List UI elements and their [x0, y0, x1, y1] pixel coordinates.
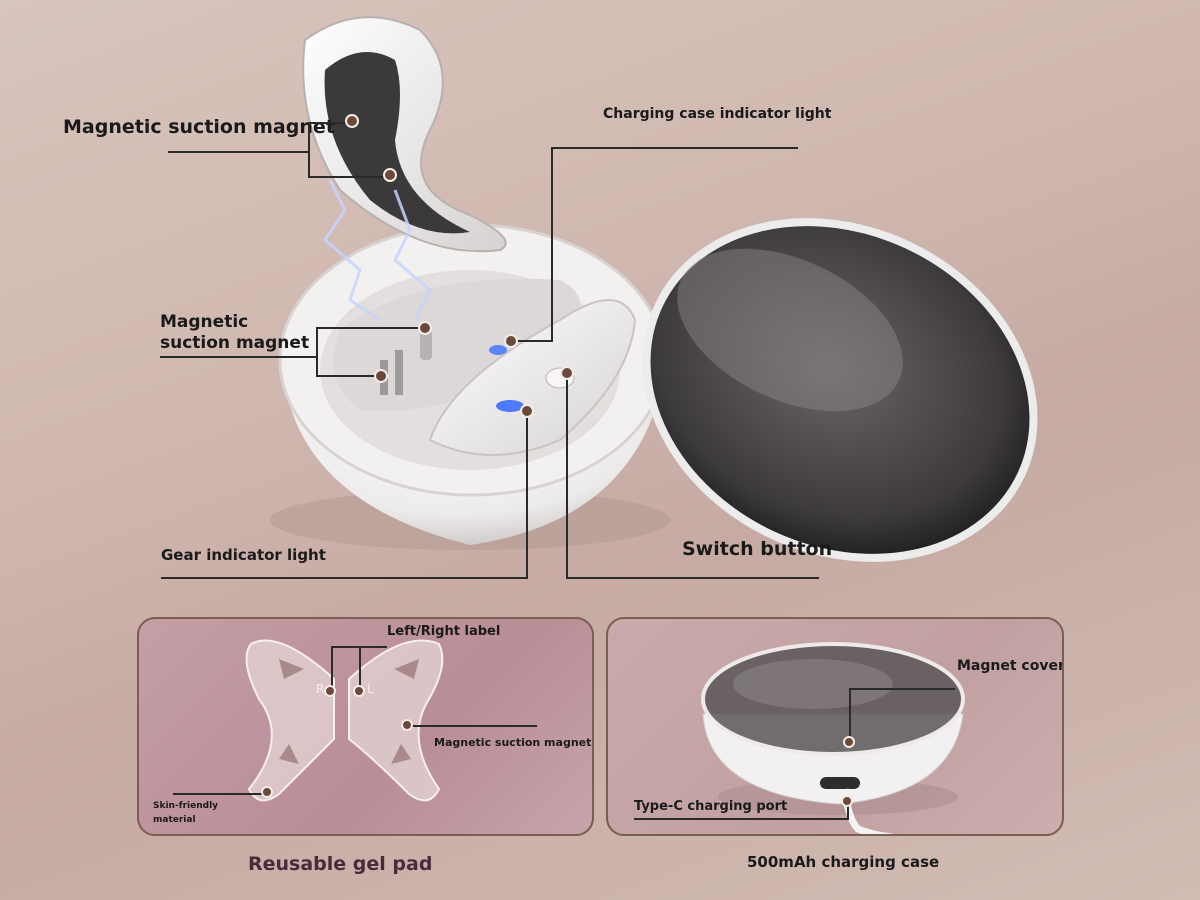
leader-type-c-v — [847, 801, 849, 820]
marker-type-c — [841, 795, 853, 807]
label-charging-indicator: Charging case indicator light — [603, 106, 832, 122]
leader-switch-v — [566, 372, 568, 579]
magnet-pin-1 — [420, 330, 432, 360]
marker-switch-button — [560, 366, 574, 380]
case-small-lid-hl — [733, 659, 893, 709]
leader-magnetic-mid-a — [316, 327, 424, 329]
device-in-case — [428, 299, 637, 456]
charging-case-panel: Magnet cover Type-C charging port — [606, 617, 1064, 836]
leader-magnet-cover-v — [849, 688, 851, 746]
leader-magnetic-mid-h — [160, 356, 318, 358]
leader-lr-v2 — [359, 646, 361, 688]
label-skin-1: Skin-friendly — [153, 801, 219, 811]
leader-skin — [173, 793, 267, 795]
leader-magnetic-top-h — [168, 151, 310, 153]
marker-magnet-top-1 — [345, 114, 359, 128]
pad-letter-left: L — [367, 682, 374, 696]
caption-charging-case: 500mAh charging case — [747, 853, 940, 871]
marker-left-right-2 — [353, 685, 365, 697]
label-gear-indicator: Gear indicator light — [161, 546, 326, 564]
marker-magnet-mid-1 — [418, 321, 432, 335]
label-magnetic-mid-1: Magnetic — [160, 312, 249, 332]
leader-type-c-h — [634, 818, 849, 820]
label-panel-magnet: Magnetic suction magnet — [434, 736, 592, 749]
marker-magnet-mid-2 — [374, 369, 388, 383]
leader-magnetic-mid-v — [316, 327, 318, 377]
type-c-port — [820, 777, 860, 789]
label-magnetic-mid-2: suction magnet — [160, 333, 310, 353]
label-switch-button: Switch button — [682, 538, 833, 560]
gear-indicator-led — [496, 400, 524, 412]
label-type-c: Type-C charging port — [634, 799, 788, 814]
gel-pad-arrow-2 — [394, 659, 419, 679]
leader-magnetic-top-b — [308, 176, 390, 178]
label-left-right: Left/Right label — [387, 624, 501, 639]
label-magnetic-top: Magnetic suction magnet — [63, 116, 335, 138]
gel-pad-illustration: R L — [245, 639, 444, 802]
lid-highlight — [677, 248, 903, 412]
case-lid — [642, 218, 1038, 562]
lightning-effect — [323, 179, 432, 322]
gel-pad-arrow-4 — [391, 744, 411, 764]
magnet-pin-2 — [395, 350, 403, 395]
marker-gear-indicator — [520, 404, 534, 418]
label-skin-2: material — [153, 815, 196, 825]
label-magnet-cover: Magnet cover — [957, 658, 1064, 674]
leader-magnet-cover-h — [849, 688, 955, 690]
caption-gel-pad: Reusable gel pad — [248, 853, 433, 875]
leader-switch-h — [566, 577, 819, 579]
marker-magnet-top-2 — [383, 168, 397, 182]
gel-pad-right-half — [245, 639, 335, 802]
marker-magnet-cover — [843, 736, 855, 748]
leader-gear-h — [161, 577, 528, 579]
leader-gear-v — [526, 410, 528, 579]
product-illustration — [270, 16, 1038, 562]
leader-magnetic-top-a — [308, 122, 352, 124]
leader-panel-magnet — [407, 725, 537, 727]
gel-pad-panel: R L Left/Right label Magnetic suction ma… — [137, 617, 594, 836]
leader-charging-end — [511, 340, 553, 342]
leader-lr-v1 — [331, 646, 333, 688]
marker-charging-indicator — [504, 334, 518, 348]
gel-pad-arrow-3 — [279, 744, 299, 764]
leader-magnetic-top-v — [308, 122, 310, 178]
marker-left-right-1 — [324, 685, 336, 697]
leader-magnetic-mid-b — [316, 375, 380, 377]
charging-indicator-led — [489, 345, 507, 355]
marker-panel-magnet — [401, 719, 413, 731]
pad-letter-right: R — [316, 682, 324, 696]
leader-charging-h — [551, 147, 798, 149]
lifted-device-window — [324, 52, 470, 234]
charging-case-illustration — [701, 642, 965, 834]
gel-pad-left-half — [348, 639, 444, 802]
gel-pad-arrow-1 — [279, 659, 304, 679]
leader-charging-v — [551, 147, 553, 341]
marker-skin — [261, 786, 273, 798]
